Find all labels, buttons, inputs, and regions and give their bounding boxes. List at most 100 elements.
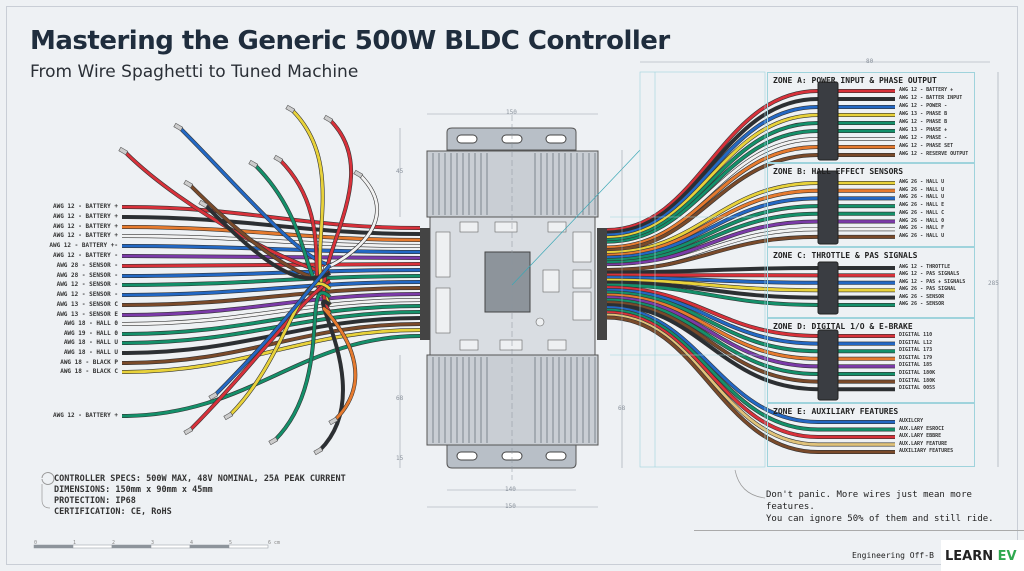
top-heatsink	[426, 150, 599, 218]
wire-label: AWG 19 - HALL 0	[63, 330, 118, 337]
zone-c-title: ZONE C: THROTTLE & PAS SIGNALS	[773, 251, 918, 260]
wire-label: DIGITAL 179	[899, 354, 933, 361]
wire	[606, 286, 895, 338]
wire-label: AUX.LARY ESROCI	[899, 425, 945, 432]
wire	[121, 292, 421, 317]
zone-connector	[817, 170, 839, 245]
wire	[606, 145, 895, 249]
wire-label: AWG 12 - PHASE -	[899, 135, 948, 141]
zone-b-title: ZONE B: HALL EFFECT SENSORS	[773, 167, 904, 176]
drawing-frame	[6, 6, 1018, 565]
wire-label: AWG 12 - PAS SIGNALS	[899, 271, 960, 278]
loose-wire	[189, 279, 331, 431]
wire-label: AWG 12 - BATTERY +-	[49, 242, 118, 249]
wire	[121, 280, 421, 297]
wire	[606, 153, 895, 252]
wire	[606, 204, 895, 262]
scale-segment	[72, 544, 113, 549]
loose-wire	[214, 264, 332, 396]
wire-label: AWG 12 - BATTERY +	[899, 87, 954, 93]
wire-label: AWG 26 - SENSOR	[899, 301, 945, 307]
wire-terminal	[183, 179, 194, 189]
wire	[606, 293, 895, 361]
wire	[606, 296, 895, 368]
note-leader	[734, 469, 766, 499]
dim-left-small: 15	[396, 455, 404, 462]
wire-label: AWG 13 - PHASE B	[899, 111, 948, 117]
wire	[606, 301, 895, 383]
wire-label: AUXILIARY FEATURES	[899, 448, 954, 454]
scale-segment	[189, 544, 230, 549]
wire	[606, 306, 895, 424]
scale-tick-label: 4	[190, 540, 194, 546]
wire-terminal	[198, 199, 209, 209]
wire-label: AWG 12 - BATTERY -	[52, 252, 118, 259]
microcontroller-chip	[484, 251, 531, 313]
wire-label: AUX.LARY EBBRE	[899, 433, 942, 439]
right-wire-harness	[606, 81, 895, 454]
wire-label: DIGITAL 173	[899, 347, 933, 354]
wire-label: AWG 26 - SENSOR	[899, 293, 945, 300]
zone-c: ZONE C: THROTTLE & PAS SIGNALS	[767, 247, 975, 318]
wire	[606, 137, 895, 247]
wire-label: AWG 26 - HALL U	[899, 232, 945, 239]
scale-tick-label: 6 cm	[268, 540, 281, 546]
dim-zone-height: 285	[988, 280, 999, 287]
wire-terminal	[118, 146, 129, 156]
dim-top: 150	[506, 109, 517, 116]
dim-left-lower: 68	[396, 395, 404, 402]
wire-label: AWG 26 - HALL E	[899, 202, 945, 209]
wire-label: AWG 12 - POWER -	[899, 103, 948, 109]
spec-line: CERTIFICATION: CE, RoHS	[54, 507, 172, 517]
wire	[606, 89, 895, 232]
zone-e-title: ZONE E: AUXILIARY FEATURES	[773, 407, 899, 416]
bottom-heatsink	[426, 354, 599, 446]
wire-label: AWG 12 - BATTERY +	[52, 203, 118, 210]
dim-bottom-outer: 150	[505, 503, 516, 510]
wire-label: AWG 12 - PAS + SIGNALS	[899, 278, 966, 285]
zone-e: ZONE E: AUXILIARY FEATURES	[767, 403, 975, 467]
wire	[606, 276, 895, 285]
wire-label: AWG 12 - BATTERY +	[52, 412, 118, 419]
wire-label: AUXILCRY	[899, 418, 924, 424]
wire-label: AWG 13 - PHASE +	[899, 127, 948, 133]
wire	[606, 97, 895, 234]
scale-segment	[111, 544, 152, 549]
scale-segment	[228, 544, 269, 549]
wire	[606, 291, 895, 353]
scale-tick-label: 2	[112, 540, 116, 546]
wire-label: AWG 12 - BATTER INPUT	[899, 95, 963, 101]
zone-a-title: ZONE A: POWER INPUT & PHASE OUTPUT	[773, 76, 937, 85]
wire	[121, 322, 421, 365]
wire-label: DIGITAL 110	[899, 332, 933, 338]
wire	[121, 268, 421, 278]
wire-terminal	[285, 104, 296, 114]
wire	[121, 205, 421, 230]
wire-label: AWG 12 - PHASE B	[899, 119, 948, 125]
wire-label: AWG 12 - THROTTLE	[899, 264, 951, 270]
wire	[121, 234, 421, 248]
left-wire-harness	[118, 104, 421, 456]
note-line: Don't panic. More wires just mean more f…	[766, 490, 972, 512]
zone-connector	[817, 81, 839, 161]
project-name: Engineering Off-B	[852, 551, 934, 560]
zone-d-title: ZONE D: DIGITAL 1/O & E-BRAKE	[773, 322, 913, 331]
heatsink-fins	[432, 153, 596, 443]
wire	[606, 220, 895, 267]
spec-line: PROTECTION: IP68	[54, 496, 136, 506]
zone-b: ZONE B: HALL EFFECT SENSORS	[767, 163, 975, 247]
wire	[606, 181, 895, 254]
wire	[606, 212, 895, 264]
wire	[606, 235, 895, 272]
wire	[606, 129, 895, 244]
wire-label: AWG 28 - SENSOR -	[56, 272, 118, 279]
callout-circle-icon	[41, 472, 55, 485]
logo-text: LEARN	[945, 549, 994, 564]
wire	[606, 227, 895, 269]
wire-terminal	[208, 391, 219, 401]
wire-label: AUX.LARY FEATURE	[899, 440, 948, 447]
zone-connector	[817, 329, 839, 401]
scale-tick-label: 0	[34, 540, 38, 546]
left-connector-block	[420, 228, 430, 340]
